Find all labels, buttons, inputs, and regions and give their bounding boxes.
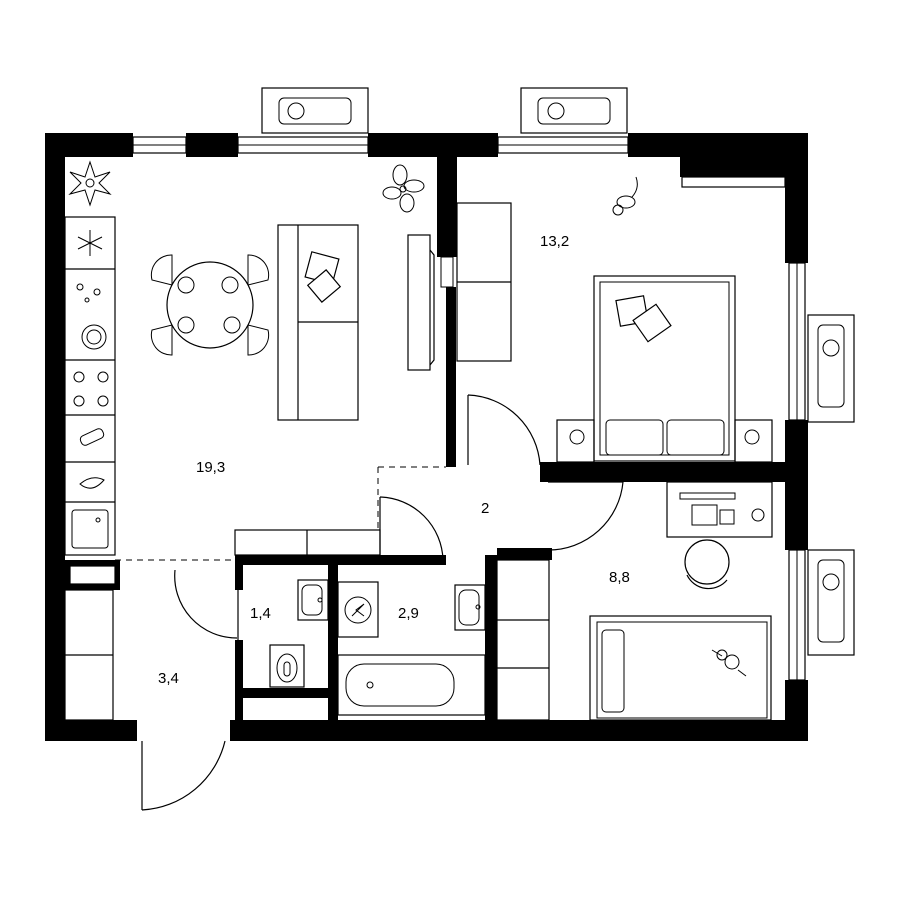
boiler-icon (337, 581, 379, 638)
plant-icon (68, 160, 112, 207)
label-bedroom: 13,2 (540, 233, 569, 250)
snowflake-icon (77, 230, 103, 256)
label-entrance: 3,4 (158, 670, 179, 687)
label-living-kitchen: 19,3 (196, 459, 225, 476)
label-hall: 2 (481, 500, 489, 517)
sofa-icon (277, 224, 359, 421)
kitchen-counter (64, 216, 116, 556)
wardrobe (456, 202, 512, 362)
doors (141, 394, 624, 811)
toilet-icon (269, 644, 305, 688)
ac-unit-icon (261, 87, 855, 656)
bathtub-icon (337, 654, 486, 716)
sink-icon (297, 579, 329, 621)
chair-icon (684, 539, 730, 590)
tv-icon (407, 234, 435, 371)
label-children-room: 8,8 (609, 569, 630, 586)
dining-table-icon (150, 254, 270, 356)
cat-icon (612, 176, 638, 216)
windows (132, 136, 806, 681)
label-wc: 1,4 (250, 605, 271, 622)
interior-walls (65, 157, 785, 720)
bed-icon (556, 275, 773, 463)
desk-icon (666, 481, 773, 538)
outer-walls (45, 133, 808, 741)
sink-icon (71, 509, 109, 549)
burner-icon (73, 371, 109, 407)
bed-icon (589, 615, 772, 721)
sink-icon (454, 584, 486, 631)
wardrobe (496, 559, 550, 721)
teddy-bear-icon (711, 649, 747, 677)
plant-icon (382, 164, 425, 213)
label-bathroom: 2,9 (398, 605, 419, 622)
